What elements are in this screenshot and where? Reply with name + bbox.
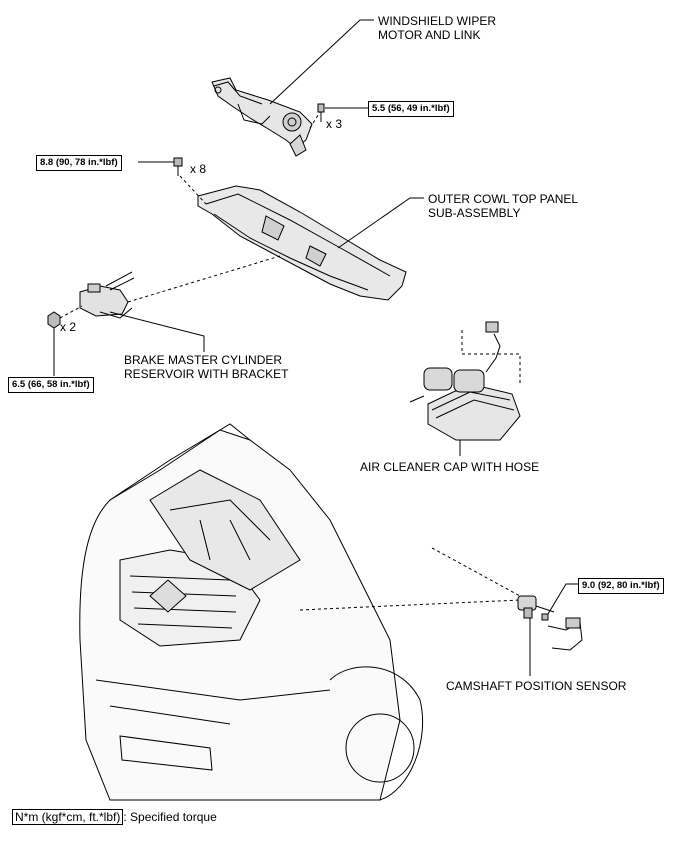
brake-to-cowl-dashed-line <box>127 255 281 303</box>
brake-nut-icon <box>47 311 61 329</box>
brake-nut-dashed-line <box>59 305 83 319</box>
brake-label-line-2: RESERVOIR WITH BRACKET <box>124 367 289 381</box>
brake-label: BRAKE MASTER CYLINDER RESERVOIR WITH BRA… <box>124 353 288 381</box>
wiper-label: WINDSHIELD WIPER MOTOR AND LINK <box>378 14 496 42</box>
air-cleaner-cap-illustration <box>409 321 521 441</box>
wiper-quantity: x 3 <box>326 117 343 131</box>
air-cleaner-label: AIR CLEANER CAP WITH HOSE <box>360 460 540 474</box>
cowl-label: OUTER COWL TOP PANEL SUB-ASSEMBLY <box>428 192 578 220</box>
sensor-dashed-line-2 <box>431 547 521 597</box>
outer-cowl-top-panel-illustration <box>197 185 407 301</box>
wiper-leader-line <box>269 19 374 105</box>
brake-label-line-1: BRAKE MASTER CYLINDER <box>124 353 283 367</box>
cowl-torque-box: 8.8 (90, 78 in.*lbf) <box>36 155 122 171</box>
camshaft-torque-box: 9.0 (92, 80 in.*lbf) <box>578 578 664 594</box>
camshaft-torque-pointer <box>547 583 580 615</box>
cowl-label-line-2: SUB-ASSEMBLY <box>428 206 521 220</box>
wiper-bolt-dashed-line <box>309 111 321 129</box>
brake-leader-line <box>109 311 205 352</box>
cowl-quantity: x 8 <box>190 162 207 176</box>
brake-quantity: x 2 <box>60 320 77 334</box>
legend: N*m (kgf*cm, ft.*lbf): Specified torque <box>12 809 217 825</box>
brake-reservoir-illustration <box>79 271 135 319</box>
camshaft-position-sensor-illustration <box>517 595 583 651</box>
vehicle-front-illustration <box>79 423 424 801</box>
wiper-label-line-2: MOTOR AND LINK <box>378 28 481 42</box>
camshaft-bolt-icon <box>541 613 549 621</box>
legend-unit-box: N*m (kgf*cm, ft.*lbf) <box>12 809 124 825</box>
wiper-label-line-1: WINDSHIELD WIPER <box>378 14 497 28</box>
camshaft-label: CAMSHAFT POSITION SENSOR <box>446 679 627 693</box>
engine-to-sensor-dashed-line <box>299 599 521 611</box>
wiper-bolt-icon <box>317 103 325 122</box>
cowl-label-line-1: OUTER COWL TOP PANEL <box>428 192 579 206</box>
legend-text: : Specified torque <box>123 810 217 824</box>
cowl-leader-line <box>337 197 424 249</box>
cowl-bolt-icon <box>173 157 183 176</box>
wiper-motor-and-link-illustration <box>211 77 313 157</box>
cowl-bolt-dashed-line <box>179 175 207 205</box>
air-cleaner-dashed-outline <box>461 330 521 384</box>
wiper-torque-box: 5.5 (56, 49 in.*lbf) <box>368 101 454 117</box>
brake-torque-box: 6.5 (66, 58 in.*lbf) <box>8 377 94 393</box>
